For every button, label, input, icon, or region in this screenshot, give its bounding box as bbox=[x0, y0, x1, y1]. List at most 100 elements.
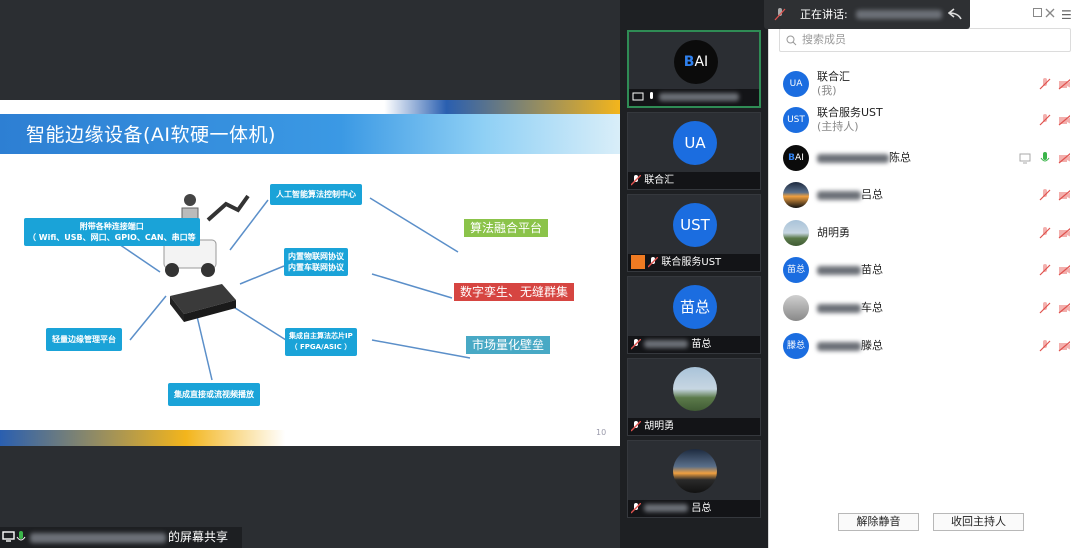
mic-icon bbox=[650, 91, 654, 99]
speaking-label: 正在讲话: bbox=[800, 8, 848, 21]
mic-muted-icon[interactable] bbox=[1039, 264, 1051, 276]
name-redacted bbox=[817, 265, 861, 275]
video-tile[interactable]: UST 联合服务UST bbox=[627, 194, 761, 272]
reply-arrow-icon[interactable] bbox=[948, 8, 962, 20]
presentation-slide: 智能边缘设备(AI软硬一体机) bbox=[0, 100, 620, 446]
speaking-indicator: 正在讲话: bbox=[764, 0, 970, 29]
member-name-wrap: 联合汇 bbox=[817, 70, 850, 84]
member-row[interactable]: 苗总 苗总 bbox=[769, 252, 1080, 288]
video-box: 集成直接或流视频播放 bbox=[168, 383, 260, 406]
edge-box-illustration bbox=[170, 284, 236, 322]
share-bar-label: 的屏幕共享 bbox=[168, 530, 229, 544]
avatar bbox=[783, 220, 809, 246]
member-name: 苗总 bbox=[861, 263, 883, 276]
member-row[interactable]: BAI 陈总 bbox=[769, 140, 1080, 176]
screen-icon bbox=[2, 531, 15, 542]
name-redacted bbox=[644, 504, 689, 512]
avatar: BAI bbox=[783, 145, 809, 171]
digital-twin-tag: 数字孪生、无缝群集 bbox=[454, 283, 575, 301]
member-name-wrap: 苗总 bbox=[817, 263, 883, 277]
speaker-name-redacted bbox=[856, 10, 942, 19]
name-redacted bbox=[817, 190, 861, 200]
slide-page-number: 10 bbox=[596, 428, 607, 437]
camera-off-icon[interactable] bbox=[1058, 78, 1070, 90]
mic-muted-icon[interactable] bbox=[1039, 227, 1051, 239]
slide-title: 智能边缘设备(AI软硬一体机) bbox=[26, 124, 276, 146]
avatar: BAI bbox=[674, 40, 718, 84]
menu-icon[interactable]: ☰ bbox=[1061, 8, 1072, 22]
camera-off-icon[interactable] bbox=[1058, 264, 1070, 276]
avatar: UST bbox=[673, 203, 717, 247]
name-redacted bbox=[817, 153, 889, 163]
popout-icon[interactable] bbox=[1033, 8, 1043, 18]
member-name-wrap: 陈总 bbox=[817, 151, 911, 165]
member-role: (主持人) bbox=[817, 120, 859, 133]
screen-share-icon bbox=[632, 92, 644, 101]
camera-off-icon[interactable] bbox=[1058, 152, 1070, 164]
name-redacted bbox=[659, 93, 740, 101]
avatar bbox=[783, 295, 809, 321]
video-tile[interactable]: 吕总 bbox=[627, 440, 761, 518]
member-row[interactable]: 胡明勇 bbox=[769, 215, 1080, 251]
host-icon bbox=[631, 255, 645, 269]
close-icon[interactable] bbox=[1045, 8, 1055, 18]
ports-box: 附带各种连接端口 （ Wifi、USB、网口、GPIO、CAN、串口等 bbox=[24, 218, 200, 246]
member-name-wrap: 胡明勇 bbox=[817, 226, 850, 240]
member-row[interactable]: 吕总 bbox=[769, 177, 1080, 213]
tile-name-bar: 胡明勇 bbox=[628, 418, 760, 435]
member-row[interactable]: 车总 bbox=[769, 290, 1080, 326]
tile-name-bar: 吕总 bbox=[628, 500, 760, 517]
tile-name: 苗总 bbox=[691, 339, 712, 350]
ai-control-box: 人工智能算法控制中心 bbox=[270, 184, 362, 205]
camera-off-icon[interactable] bbox=[1058, 189, 1070, 201]
mic-muted-icon[interactable] bbox=[1039, 340, 1051, 352]
unmute-all-button[interactable]: 解除静音 bbox=[838, 513, 919, 531]
reclaim-host-button[interactable]: 收回主持人 bbox=[933, 513, 1024, 531]
mic-muted-icon bbox=[631, 502, 641, 513]
member-search-input[interactable]: 搜索成员 bbox=[779, 28, 1071, 52]
avatar: 滕总 bbox=[783, 333, 809, 359]
name-redacted bbox=[817, 303, 861, 313]
chip-ip-box: 集成自主算法芯片IP （ FPGA/ASIC ） bbox=[285, 328, 357, 356]
avatar: 苗总 bbox=[783, 257, 809, 283]
algo-platform-tag: 算法融合平台 bbox=[464, 219, 549, 237]
member-name: 车总 bbox=[861, 301, 883, 314]
mic-muted-icon[interactable] bbox=[1039, 189, 1051, 201]
tile-name: 吕总 bbox=[691, 503, 712, 514]
mic-muted-icon[interactable] bbox=[1039, 78, 1051, 90]
avatar: UST bbox=[783, 107, 809, 133]
video-tile[interactable]: 苗总 苗总 bbox=[627, 276, 761, 354]
tile-name-bar bbox=[629, 89, 759, 106]
market-barrier-tag: 市场量化壁垒 bbox=[466, 336, 551, 354]
avatar-photo bbox=[673, 367, 717, 411]
member-row[interactable]: 滕总滕总 bbox=[769, 328, 1080, 364]
shared-screen-area: 智能边缘设备(AI软硬一体机) bbox=[0, 100, 620, 548]
mic-muted-icon[interactable] bbox=[1039, 114, 1051, 126]
edge-mgmt-box: 轻量边缘管理平台 bbox=[46, 328, 122, 351]
member-name: 联合服务UST bbox=[817, 106, 883, 119]
camera-off-icon[interactable] bbox=[1058, 227, 1070, 239]
mic-icon bbox=[16, 531, 26, 541]
member-row[interactable]: UST 联合服务UST(主持人) bbox=[769, 102, 1080, 138]
mic-muted-icon[interactable] bbox=[1039, 302, 1051, 314]
video-tile[interactable]: UA 联合汇 bbox=[627, 112, 761, 190]
slide-bottom-stripe bbox=[0, 430, 620, 446]
name-redacted bbox=[644, 340, 689, 348]
tile-name-bar: 联合服务UST bbox=[628, 254, 760, 271]
camera-off-icon[interactable] bbox=[1058, 114, 1070, 126]
camera-off-icon[interactable] bbox=[1058, 302, 1070, 314]
mic-on-icon[interactable] bbox=[1039, 152, 1051, 164]
member-name: 胡明勇 bbox=[817, 226, 850, 239]
tile-name: 胡明勇 bbox=[644, 421, 675, 432]
avatar: UA bbox=[673, 121, 717, 165]
member-name-wrap: 滕总 bbox=[817, 339, 883, 353]
video-tile[interactable]: BAI bbox=[627, 30, 761, 108]
tile-name-bar: 联合汇 bbox=[628, 172, 760, 189]
video-tile[interactable]: 胡明勇 bbox=[627, 358, 761, 436]
camera-off-icon[interactable] bbox=[1058, 340, 1070, 352]
member-name: 陈总 bbox=[889, 151, 911, 164]
mic-muted-icon bbox=[631, 338, 641, 349]
presenter-name-redacted bbox=[30, 533, 166, 543]
